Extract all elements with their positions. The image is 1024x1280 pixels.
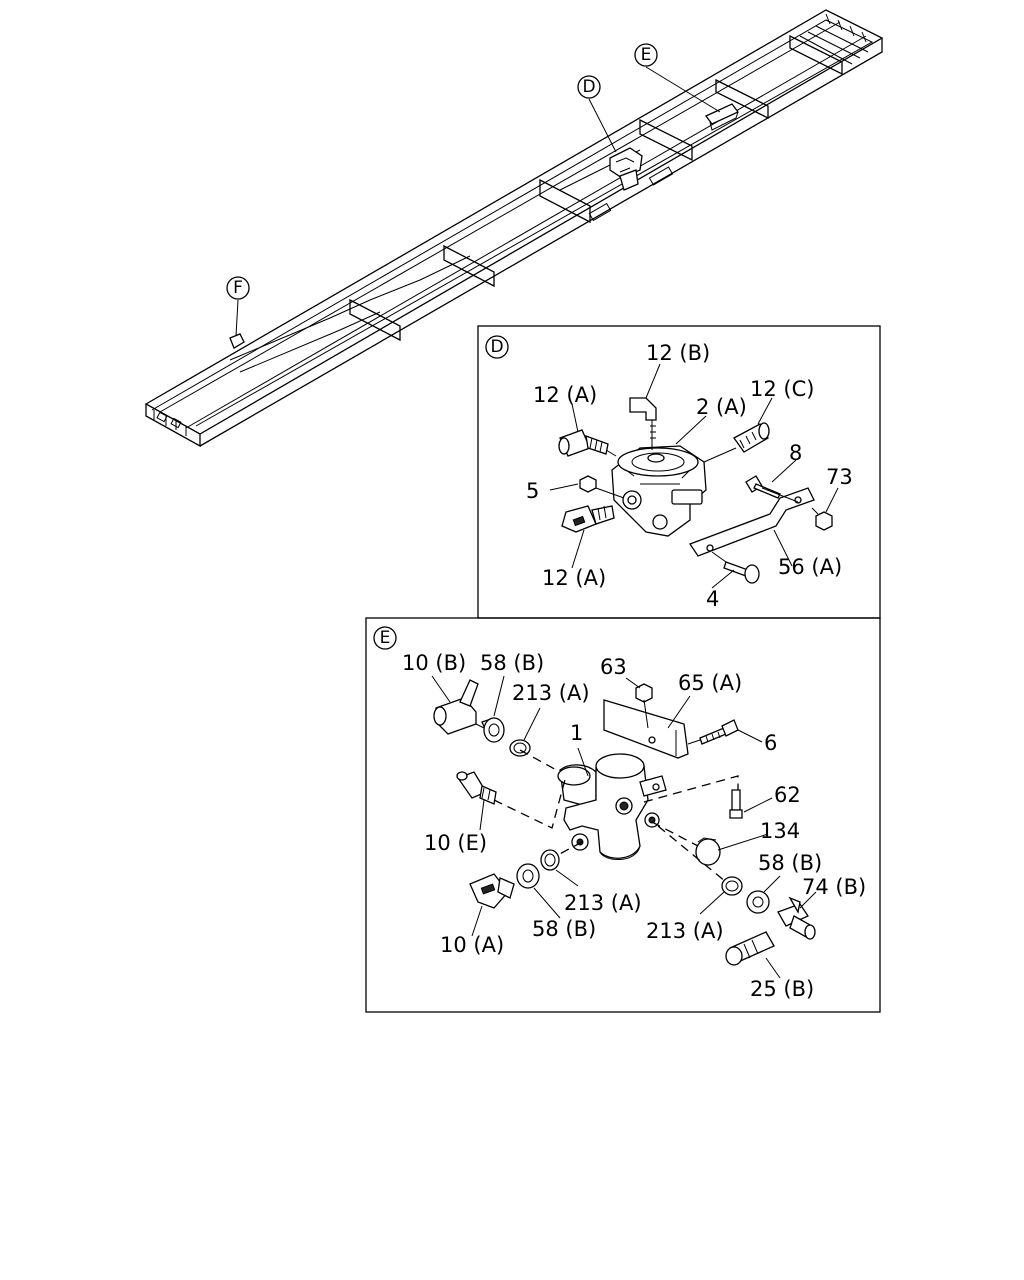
plug-134 (695, 837, 721, 866)
label-10e: 10 (E) (424, 831, 487, 855)
label-12c: 12 (C) (750, 377, 814, 401)
nut-73 (815, 511, 833, 531)
label-65a: 65 (A) (678, 671, 742, 695)
label-12a-top: 12 (A) (533, 383, 597, 407)
fitting-12b (629, 397, 657, 450)
label-134: 134 (760, 819, 800, 843)
detail-d-panel: D (477, 325, 881, 619)
fitting-74b (777, 896, 816, 940)
callout-f: F (226, 276, 250, 300)
fitting-12c (733, 422, 770, 453)
o-ring-213a-mid (540, 849, 560, 871)
label-58b-right: 58 (B) (758, 851, 822, 875)
label-58b-top: 58 (B) (480, 651, 544, 675)
valve-assembly-d (611, 445, 707, 537)
chassis-frame (144, 9, 884, 448)
label-213a-right: 213 (A) (646, 919, 724, 943)
frame-component-f (229, 333, 245, 349)
callout-d-label: D (582, 77, 595, 97)
callout-e-label: E (641, 45, 652, 65)
callout-d: D (577, 75, 601, 99)
label-63: 63 (600, 655, 627, 679)
label-8: 8 (789, 441, 802, 465)
bracket-56a (689, 487, 815, 557)
bolt-4 (723, 561, 760, 584)
o-ring-213a-top (509, 739, 531, 757)
label-12a-bottom: 12 (A) (542, 566, 606, 590)
fitting-58b-top (481, 717, 505, 743)
bolt-62 (729, 789, 743, 819)
label-74b: 74 (B) (802, 875, 866, 899)
label-58b-bottom: 58 (B) (532, 917, 596, 941)
nut-63 (635, 683, 653, 703)
bracket-65a (603, 699, 689, 759)
fitting-10a (469, 873, 515, 909)
label-213a-mid: 213 (A) (564, 891, 642, 915)
nut-5 (579, 475, 597, 493)
detail-d-title: D (490, 337, 503, 357)
valve-body-1 (557, 753, 667, 860)
callout-f-label: F (233, 278, 243, 298)
frame-component-e (704, 103, 740, 131)
callout-e: E (634, 43, 658, 67)
label-10a: 10 (A) (440, 933, 504, 957)
label-1: 1 (570, 721, 583, 745)
frame-component-d (609, 147, 643, 191)
label-213a-top: 213 (A) (512, 681, 590, 705)
label-2a: 2 (A) (696, 395, 747, 419)
detail-e-panel: E (365, 617, 881, 1013)
label-12b: 12 (B) (646, 341, 710, 365)
fitting-12a-top (558, 429, 609, 457)
label-73: 73 (826, 465, 853, 489)
bolt-6 (699, 719, 739, 745)
fitting-10e (456, 771, 497, 805)
label-6: 6 (764, 731, 777, 755)
label-4: 4 (706, 587, 719, 611)
o-ring-213a-right (721, 876, 743, 896)
sensor-25b (725, 931, 775, 966)
label-56a: 56 (A) (778, 555, 842, 579)
fitting-58b-bottom (516, 863, 540, 889)
detail-e-title: E (380, 628, 391, 648)
label-62: 62 (774, 783, 801, 807)
fitting-12a-bottom (561, 505, 615, 533)
bolt-8 (745, 475, 781, 499)
label-25b: 25 (B) (750, 977, 814, 1001)
fitting-58b-right (746, 890, 770, 914)
label-5: 5 (526, 479, 539, 503)
label-10b: 10 (B) (402, 651, 466, 675)
